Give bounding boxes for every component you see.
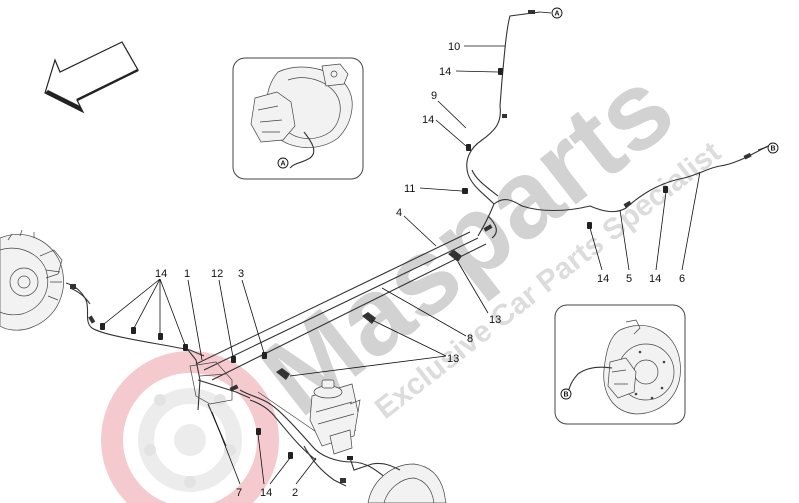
- callout-14-top: 14: [439, 66, 451, 78]
- callout-14-bottom: 14: [260, 487, 272, 499]
- callout-14-mid: 14: [422, 114, 434, 126]
- callout-11: 11: [404, 183, 415, 195]
- svg-text:A: A: [554, 11, 559, 18]
- connector-a-marker: A: [539, 7, 563, 19]
- callout-6: 6: [679, 273, 685, 285]
- brake-pipe-network: [65, 11, 769, 487]
- pipe-clips: [70, 10, 752, 483]
- svg-text:B: B: [563, 392, 568, 399]
- callout-12: 12: [211, 268, 223, 280]
- front-direction-arrow-icon: [44, 41, 139, 114]
- connector-b-inset: B: [560, 388, 572, 400]
- svg-text:B: B: [770, 146, 775, 153]
- callout-5: 5: [626, 273, 632, 285]
- front-left-disc-sketch: [0, 229, 64, 331]
- inset-rear-caliper-a: A: [232, 57, 364, 180]
- callout-8: 8: [467, 333, 473, 345]
- callout-14-front-clips: 14: [155, 268, 167, 280]
- callout-14-rear-left: 14: [597, 273, 609, 285]
- connector-b-marker: B: [757, 142, 779, 154]
- watermark: Masparts Exclusive Car Parts Specialist: [101, 45, 727, 503]
- callout-13-upper: 13: [489, 314, 501, 326]
- callout-4: 4: [396, 207, 402, 219]
- callout-10: 10: [448, 41, 460, 53]
- connector-a-inset: A: [277, 157, 289, 169]
- leader-lines: [103, 45, 701, 485]
- callout-1: 1: [184, 268, 190, 280]
- inset-rear-caliper-b: B: [554, 304, 686, 425]
- callout-7: 7: [236, 487, 242, 499]
- callout-2: 2: [292, 487, 298, 499]
- callout-14-rear-right: 14: [649, 273, 661, 285]
- brake-fluid-reservoir-sketch: [309, 379, 361, 455]
- callout-13-lower: 13: [447, 353, 459, 365]
- callout-9: 9: [431, 90, 437, 102]
- svg-text:A: A: [280, 161, 285, 168]
- watermark-logo: [101, 351, 279, 503]
- front-right-disc-sketch: [347, 456, 447, 503]
- part-number-callouts: 14 1 12 3 4 11 9 14 14 10 13 8 13 14 5 1…: [155, 41, 685, 499]
- callout-3: 3: [238, 268, 244, 280]
